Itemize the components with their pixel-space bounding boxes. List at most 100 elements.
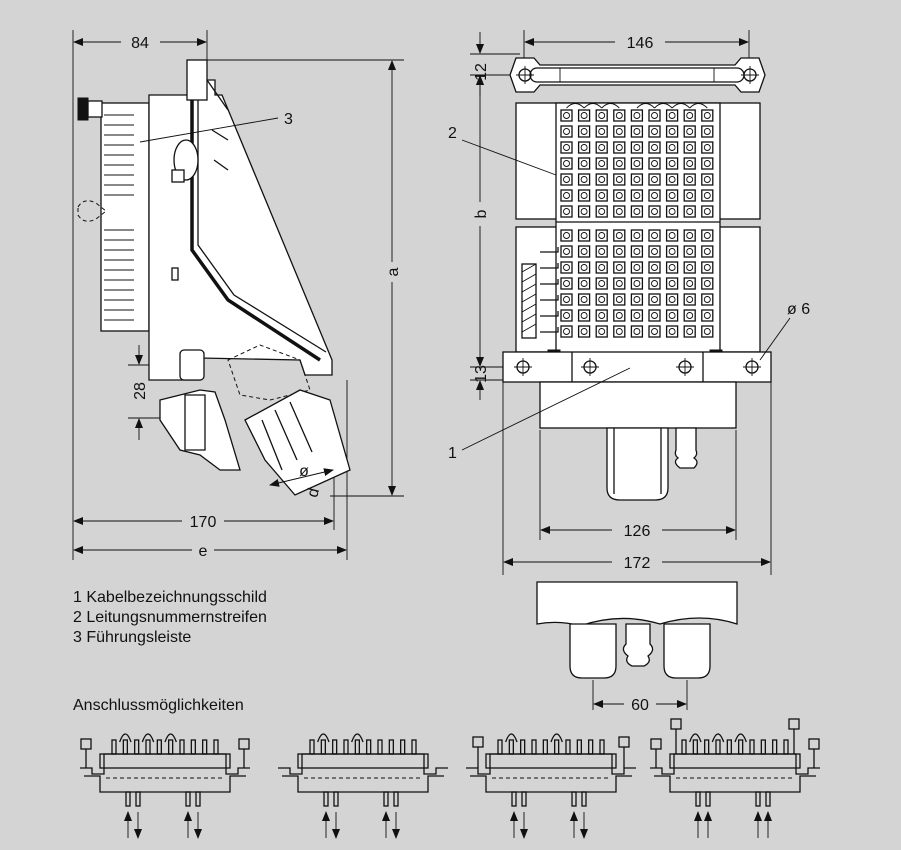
terminal-contact (668, 112, 676, 119)
terminal-cell (701, 229, 714, 242)
terminal-cell (613, 245, 626, 258)
terminal-contact (563, 296, 570, 303)
front-plug-housing (539, 381, 737, 429)
side-view: 84 a 170 e 28 (72, 30, 404, 560)
terminal-cell (560, 157, 573, 170)
terminal-contact (686, 128, 694, 135)
terminal-contact (563, 128, 570, 135)
terminal-contact (651, 160, 658, 167)
terminal-cell (595, 325, 608, 338)
terminal-contact (668, 280, 676, 287)
detail-plug-middle (622, 623, 654, 667)
terminal-cell (560, 277, 573, 290)
terminal-cell (665, 141, 679, 154)
terminal-cell (560, 189, 573, 202)
terminal-cell (613, 261, 626, 274)
terminal-cell (577, 293, 591, 306)
terminal-contact (633, 176, 641, 183)
dim-146: 146 (627, 35, 654, 52)
dim-diameter-symbol: ø (299, 463, 309, 480)
side-plug-ridges (261, 401, 313, 471)
terminal-contact (703, 144, 711, 151)
terminal-contact (651, 192, 658, 199)
terminal-contact (703, 248, 711, 255)
terminal-cell (665, 205, 679, 218)
front-view: 146 12 b 13 126 172 (448, 30, 810, 575)
terminal-cell (683, 141, 696, 154)
terminal-contact (580, 248, 588, 255)
callout-3: 3 (284, 111, 293, 128)
terminal-contact (580, 112, 588, 119)
terminal-cell (613, 189, 626, 202)
terminal-cell (683, 189, 696, 202)
terminal-cell (648, 309, 661, 322)
terminal-cell (613, 309, 626, 322)
side-top-block (186, 59, 208, 101)
terminal-cell (595, 173, 608, 186)
terminal-contact (651, 176, 658, 183)
terminal-contact (598, 208, 606, 215)
terminal-cell (630, 205, 644, 218)
dim-d-line (269, 468, 334, 487)
terminal-contact (686, 192, 694, 199)
terminal-contact (580, 280, 588, 287)
terminal-contact (580, 232, 588, 239)
front-top-slot (529, 67, 745, 83)
terminal-cell (577, 205, 591, 218)
front-top-holes (516, 66, 759, 84)
legend-item-1: 1 Kabelbezeichnungsschild (73, 589, 267, 606)
terminal-cell (701, 173, 714, 186)
terminal-contact (615, 312, 623, 319)
terminal-contact (580, 144, 588, 151)
dim-28: 28 (132, 382, 149, 400)
terminal-contact (703, 264, 711, 271)
terminal-cell (577, 261, 591, 274)
terminal-cell (595, 245, 608, 258)
terminal-cell (648, 245, 661, 258)
terminal-cell (577, 189, 591, 202)
terminal-cell (648, 157, 661, 170)
terminal-cell (683, 157, 696, 170)
terminal-cell (665, 189, 679, 202)
terminal-contact (686, 328, 694, 335)
dim-170: 170 (190, 514, 217, 531)
terminal-contact (651, 312, 658, 319)
callout-3-leader (139, 117, 279, 143)
terminal-cell (701, 205, 714, 218)
terminal-cell (613, 277, 626, 290)
connection-option-4 (650, 718, 820, 838)
terminal-contact (563, 176, 570, 183)
terminal-cell (595, 205, 608, 218)
callout-1-leader (461, 367, 631, 451)
dim-126: 126 (624, 523, 651, 540)
side-ghost-clip (77, 200, 107, 222)
dim-84: 84 (131, 35, 149, 52)
terminal-cell (613, 325, 626, 338)
terminal-cell (595, 261, 608, 274)
terminal-cell (701, 189, 714, 202)
terminal-contact (615, 208, 623, 215)
connection-option-3 (466, 733, 636, 839)
terminal-cell (560, 293, 573, 306)
terminal-contact (563, 280, 570, 287)
dim-b: b (473, 209, 490, 218)
terminal-contact (668, 192, 676, 199)
terminal-contact (563, 160, 570, 167)
terminal-contact (686, 264, 694, 271)
terminal-contact (686, 160, 694, 167)
hole-diameter-leader (759, 317, 791, 361)
terminal-contact (686, 296, 694, 303)
terminal-contact (668, 160, 676, 167)
terminal-contact (651, 296, 658, 303)
terminal-contact (703, 232, 711, 239)
terminal-cell (630, 261, 644, 274)
side-terminal-strip (100, 102, 150, 332)
terminal-cell (595, 141, 608, 154)
terminal-contact (598, 232, 606, 239)
terminal-cell (648, 125, 661, 138)
terminal-contact (615, 160, 623, 167)
terminal-contact (598, 128, 606, 135)
terminal-cell (577, 125, 591, 138)
terminal-cell (683, 309, 696, 322)
